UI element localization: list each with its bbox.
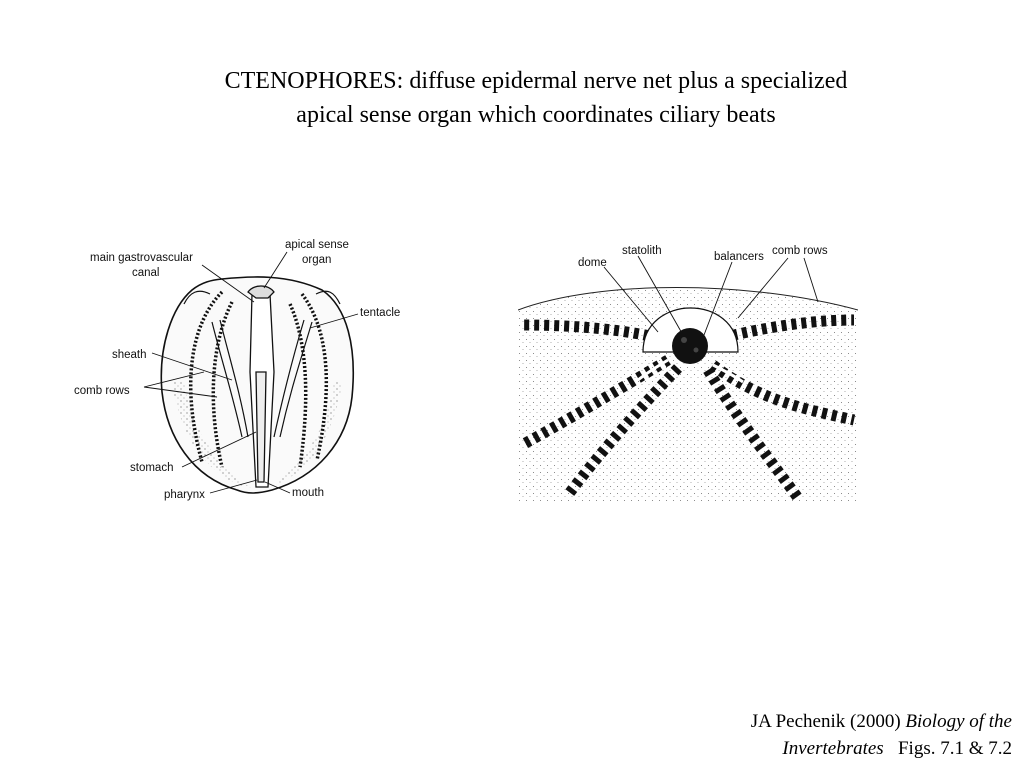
- label-mouth: mouth: [292, 487, 324, 499]
- comb-rows-drawing: [188, 290, 329, 468]
- ctenophore-body-svg: main gastrovascular canal apical sense o…: [74, 239, 400, 501]
- label-stomach: stomach: [130, 462, 173, 474]
- citation-book-title-1: Biology of the: [905, 711, 1012, 732]
- citation: JA Pechenik (2000) Biology of the Invert…: [751, 708, 1012, 762]
- label-canal: canal: [132, 267, 160, 279]
- slide-title: CTENOPHORES: diffuse epidermal nerve net…: [0, 64, 1024, 132]
- label-sheath: sheath: [112, 349, 147, 361]
- title-line-2: apical sense organ which coordinates cil…: [296, 102, 776, 128]
- citation-figs: Figs. 7.1 & 7.2: [883, 738, 1012, 759]
- apical-organ-diagram: dome statolith balancers comb rows: [518, 240, 858, 502]
- label-pharynx: pharynx: [164, 489, 205, 501]
- label-main-gastrovascular: main gastrovascular: [90, 252, 193, 264]
- label-balancers: balancers: [714, 251, 764, 263]
- apical-organ-svg: dome statolith balancers comb rows: [518, 245, 858, 502]
- citation-line-2: Invertebrates Figs. 7.1 & 7.2: [751, 735, 1012, 762]
- label-statolith: statolith: [622, 245, 662, 257]
- citation-author: JA Pechenik (2000): [750, 711, 906, 732]
- pharynx-drawing: [247, 285, 275, 488]
- label-comb-rows-2: comb rows: [772, 245, 828, 257]
- label-comb-rows: comb rows: [74, 385, 130, 397]
- title-line-1: CTENOPHORES: diffuse epidermal nerve net…: [224, 68, 848, 94]
- label-apical-sense: apical sense: [285, 239, 349, 251]
- citation-line-1: JA Pechenik (2000) Biology of the: [751, 708, 1012, 735]
- label-dome: dome: [578, 257, 607, 269]
- ctenophore-body-diagram: main gastrovascular canal apical sense o…: [72, 232, 412, 507]
- statolith-drawing: [672, 328, 708, 364]
- label-organ: organ: [302, 254, 331, 266]
- label-tentacle: tentacle: [360, 307, 400, 319]
- citation-book-title-2: Invertebrates: [782, 738, 884, 759]
